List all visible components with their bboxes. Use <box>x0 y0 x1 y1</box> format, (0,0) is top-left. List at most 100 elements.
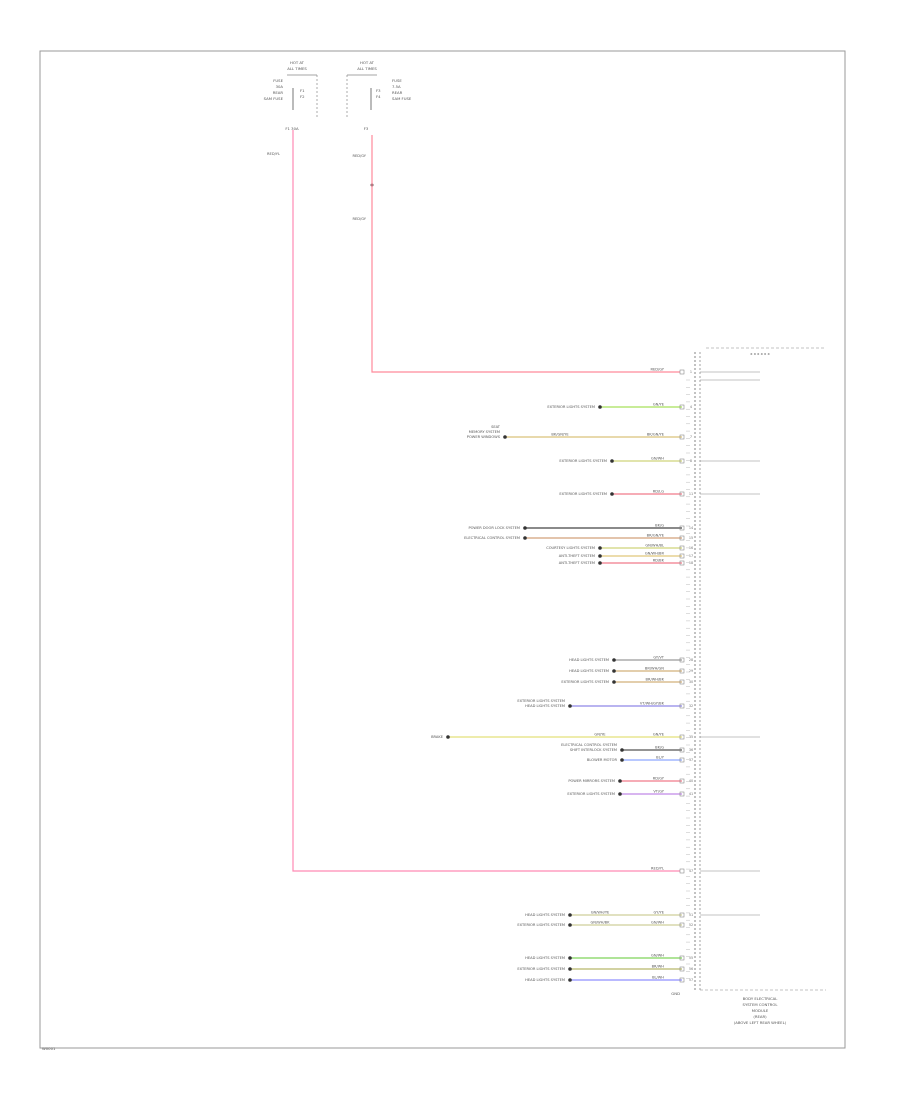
wire-label-r6: BK/G <box>655 524 664 528</box>
fuse-1-wire-label: RED/YL <box>267 152 280 156</box>
pin-number-r16: 36 <box>689 748 693 752</box>
module-header: x x x x x x <box>750 351 770 356</box>
connector-dot-r22 <box>568 923 572 927</box>
row-desc-r3-2: POWER WINDOWS <box>467 435 501 439</box>
pin-marker-r17 <box>679 757 685 763</box>
wire-label-2-r3: BK/GN/YE <box>551 433 569 437</box>
row-desc-r18-0: POWER MIRRORS SYSTEM <box>568 779 615 783</box>
wire-label-r21: GY/YE <box>654 911 665 915</box>
pin-number-r25: 57 <box>689 978 693 982</box>
pin-marker-r1 <box>679 369 685 375</box>
pin-marker-r15 <box>679 734 685 740</box>
circuit-row-r1: 1 RED/GY <box>650 368 760 381</box>
wire-label-r15: GN/YE <box>653 733 665 737</box>
wire-label-r20: RED/YL <box>651 867 664 871</box>
connector-dot-r24 <box>568 967 572 971</box>
pin-marker-r13 <box>679 679 685 685</box>
figure-id: W0001 <box>42 1046 56 1051</box>
row-desc-r22-0: EXTERIOR LIGHTS SYSTEM <box>517 923 565 927</box>
pin-number-r24: 56 <box>689 967 693 971</box>
wire-label-r9: GN/WH/BR <box>645 552 665 556</box>
wire-label-r13: BR/WH/BK <box>646 678 665 682</box>
row-desc-r13-0: EXTERIOR LIGHTS SYSTEM <box>561 680 609 684</box>
connector-dot-r11 <box>612 658 616 662</box>
wire-label-r1: RED/GY <box>650 368 664 372</box>
wire-label-r14: VT/WH/GY/BK <box>640 702 665 706</box>
connector-dot-r13 <box>612 680 616 684</box>
row-desc-r24-0: EXTERIOR LIGHTS SYSTEM <box>517 967 565 971</box>
pin-number-r18: 40 <box>689 779 693 783</box>
pin-marker-r14 <box>679 703 685 709</box>
row-desc-r7-0: ELECTRICAL CONTROL SYSTEM <box>464 536 520 540</box>
module-caption-line-5: (ABOVE LEFT REAR WHEEL) <box>734 1020 787 1025</box>
pin-marker-r11 <box>679 657 685 663</box>
pin-marker-r9 <box>679 553 685 559</box>
row-desc-r3-1: MEMORY SYSTEM <box>469 430 500 434</box>
fuse-1-side-line-3: REAR <box>273 90 284 95</box>
row-desc-r9-0: ANTI-THEFT SYSTEM <box>559 554 595 558</box>
fuse-2-header-line-2: ALL TIMES <box>357 66 377 71</box>
row-desc-r25-0: HEAD LIGHTS SYSTEM <box>525 978 565 982</box>
row-desc-r5-0: EXTERIOR LIGHTS SYSTEM <box>559 492 607 496</box>
row-desc-r14-0: EXTERIOR LIGHTS SYSTEM <box>517 699 565 703</box>
connector-dot-r12 <box>612 669 616 673</box>
pin-number-r19: 41 <box>689 792 693 796</box>
pin-number-r6: 14 <box>689 526 693 530</box>
ground-label: GND <box>671 991 680 996</box>
pin-marker-r8 <box>679 545 685 551</box>
row-desc-r17-0: BLOWER MOTOR <box>587 758 618 762</box>
wire-label-r3: BK/GN/YE <box>647 433 665 437</box>
pin-number-r5: 11 <box>689 492 693 496</box>
wire-label-r17: BL/Y <box>656 756 665 760</box>
fuse-2-mid-line-2: F4 <box>376 94 381 99</box>
pin-marker-r18 <box>679 778 685 784</box>
connector-dot-r9 <box>598 554 602 558</box>
power-feed-wire-2 <box>371 135 680 373</box>
connector-dot-r2 <box>598 405 602 409</box>
row-desc-r10-0: ANTI-THEFT SYSTEM <box>559 561 595 565</box>
fuse-1-mid-line-2: F2 <box>300 94 305 99</box>
wire-label-r18: RD/GY <box>653 777 665 781</box>
wire-label-r19: VT/GY <box>653 790 664 794</box>
wire-label-2-r21: GN/WH/YE <box>591 911 610 915</box>
wire-label-r25: BL/WH <box>652 976 664 980</box>
row-desc-r12-0: HEAD LIGHTS SYSTEM <box>569 669 609 673</box>
row-desc-r15-0: BRAKE <box>431 735 444 739</box>
pin-number-r14: 32 <box>689 704 693 708</box>
pin-number-r13: 30 <box>689 680 693 684</box>
circuit-row-r13: 30 BR/WH/BK EXTERIOR LIGHTS SYSTEM <box>561 678 693 685</box>
wire-label-r24: BR/WH <box>652 965 665 969</box>
splice-wire-label: RED/GY <box>352 217 366 221</box>
fuse-2-wire-label: RED/GY <box>352 154 366 158</box>
wire-label-r8: GN/WH/BL <box>645 544 664 548</box>
wire-label-r5: RD/LG <box>653 490 664 494</box>
fuse-1-mid-line-1: F1 <box>300 88 305 93</box>
diagram-border <box>39 50 846 1049</box>
connector-dot-r21 <box>568 913 572 917</box>
row-desc-r16-1: SHIFT INTERLOCK SYSTEM <box>570 748 617 752</box>
pin-number-r1: 1 <box>690 370 692 374</box>
pin-marker-r12 <box>679 668 685 674</box>
connector-dot-r15 <box>446 735 450 739</box>
fuse-1-header-line-2: ALL TIMES <box>287 66 307 71</box>
connector-dot-r7 <box>523 536 527 540</box>
module-caption-line-3: MODULE <box>752 1008 769 1013</box>
connector-dot-r16 <box>620 748 624 752</box>
circuit-row-r5: 11 RD/LG EXTERIOR LIGHTS SYSTEM <box>559 490 760 497</box>
fuse-2-header-line-1: HOT AT <box>360 60 375 65</box>
connector-dot-r5 <box>610 492 614 496</box>
connector-dot-r8 <box>598 546 602 550</box>
fuse-1-pin-label: F1 30A <box>285 126 299 131</box>
